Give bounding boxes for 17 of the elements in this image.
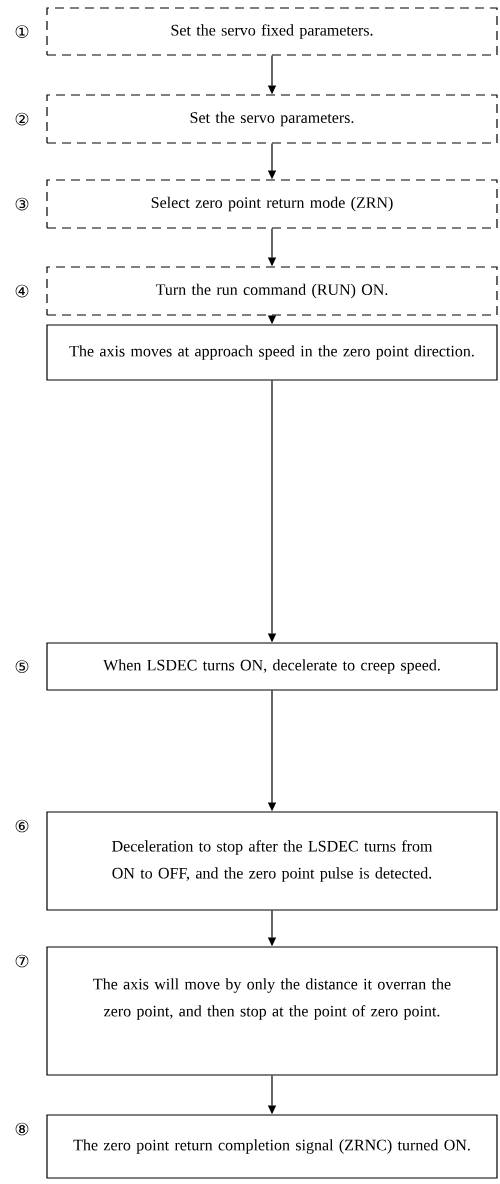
process-box: Deceleration to stop after the LSDEC turns from ON to OFF, and the zero point pulse is detected. xyxy=(46,811,498,911)
step-number: ⑦ xyxy=(15,954,29,968)
process-box: Turn the run command (RUN) ON. xyxy=(46,266,498,316)
step-number: ② xyxy=(15,112,29,126)
process-box: The zero point return completion signal (ZRNC) turned ON. xyxy=(46,1114,498,1179)
step-number: ④ xyxy=(15,284,29,298)
step-number: ① xyxy=(15,25,29,38)
step-number: ⑧ xyxy=(15,1122,29,1136)
process-box: When LSDEC turns ON, decelerate to creep speed. xyxy=(46,642,498,691)
step-number: ⑥ xyxy=(15,819,29,833)
step-number: ⑤ xyxy=(15,660,29,673)
process-box: The axis moves at approach speed in the zero point direction. xyxy=(46,324,498,381)
process-box: The axis will move by only the distance it overran the zero point, and then stop at the point of zero point. xyxy=(46,946,498,1076)
process-box: Select zero point return mode (ZRN) xyxy=(46,179,498,229)
process-box: Set the servo fixed parameters. xyxy=(46,7,498,56)
step-number: ③ xyxy=(15,197,29,211)
process-box: Set the servo parameters. xyxy=(46,94,498,144)
